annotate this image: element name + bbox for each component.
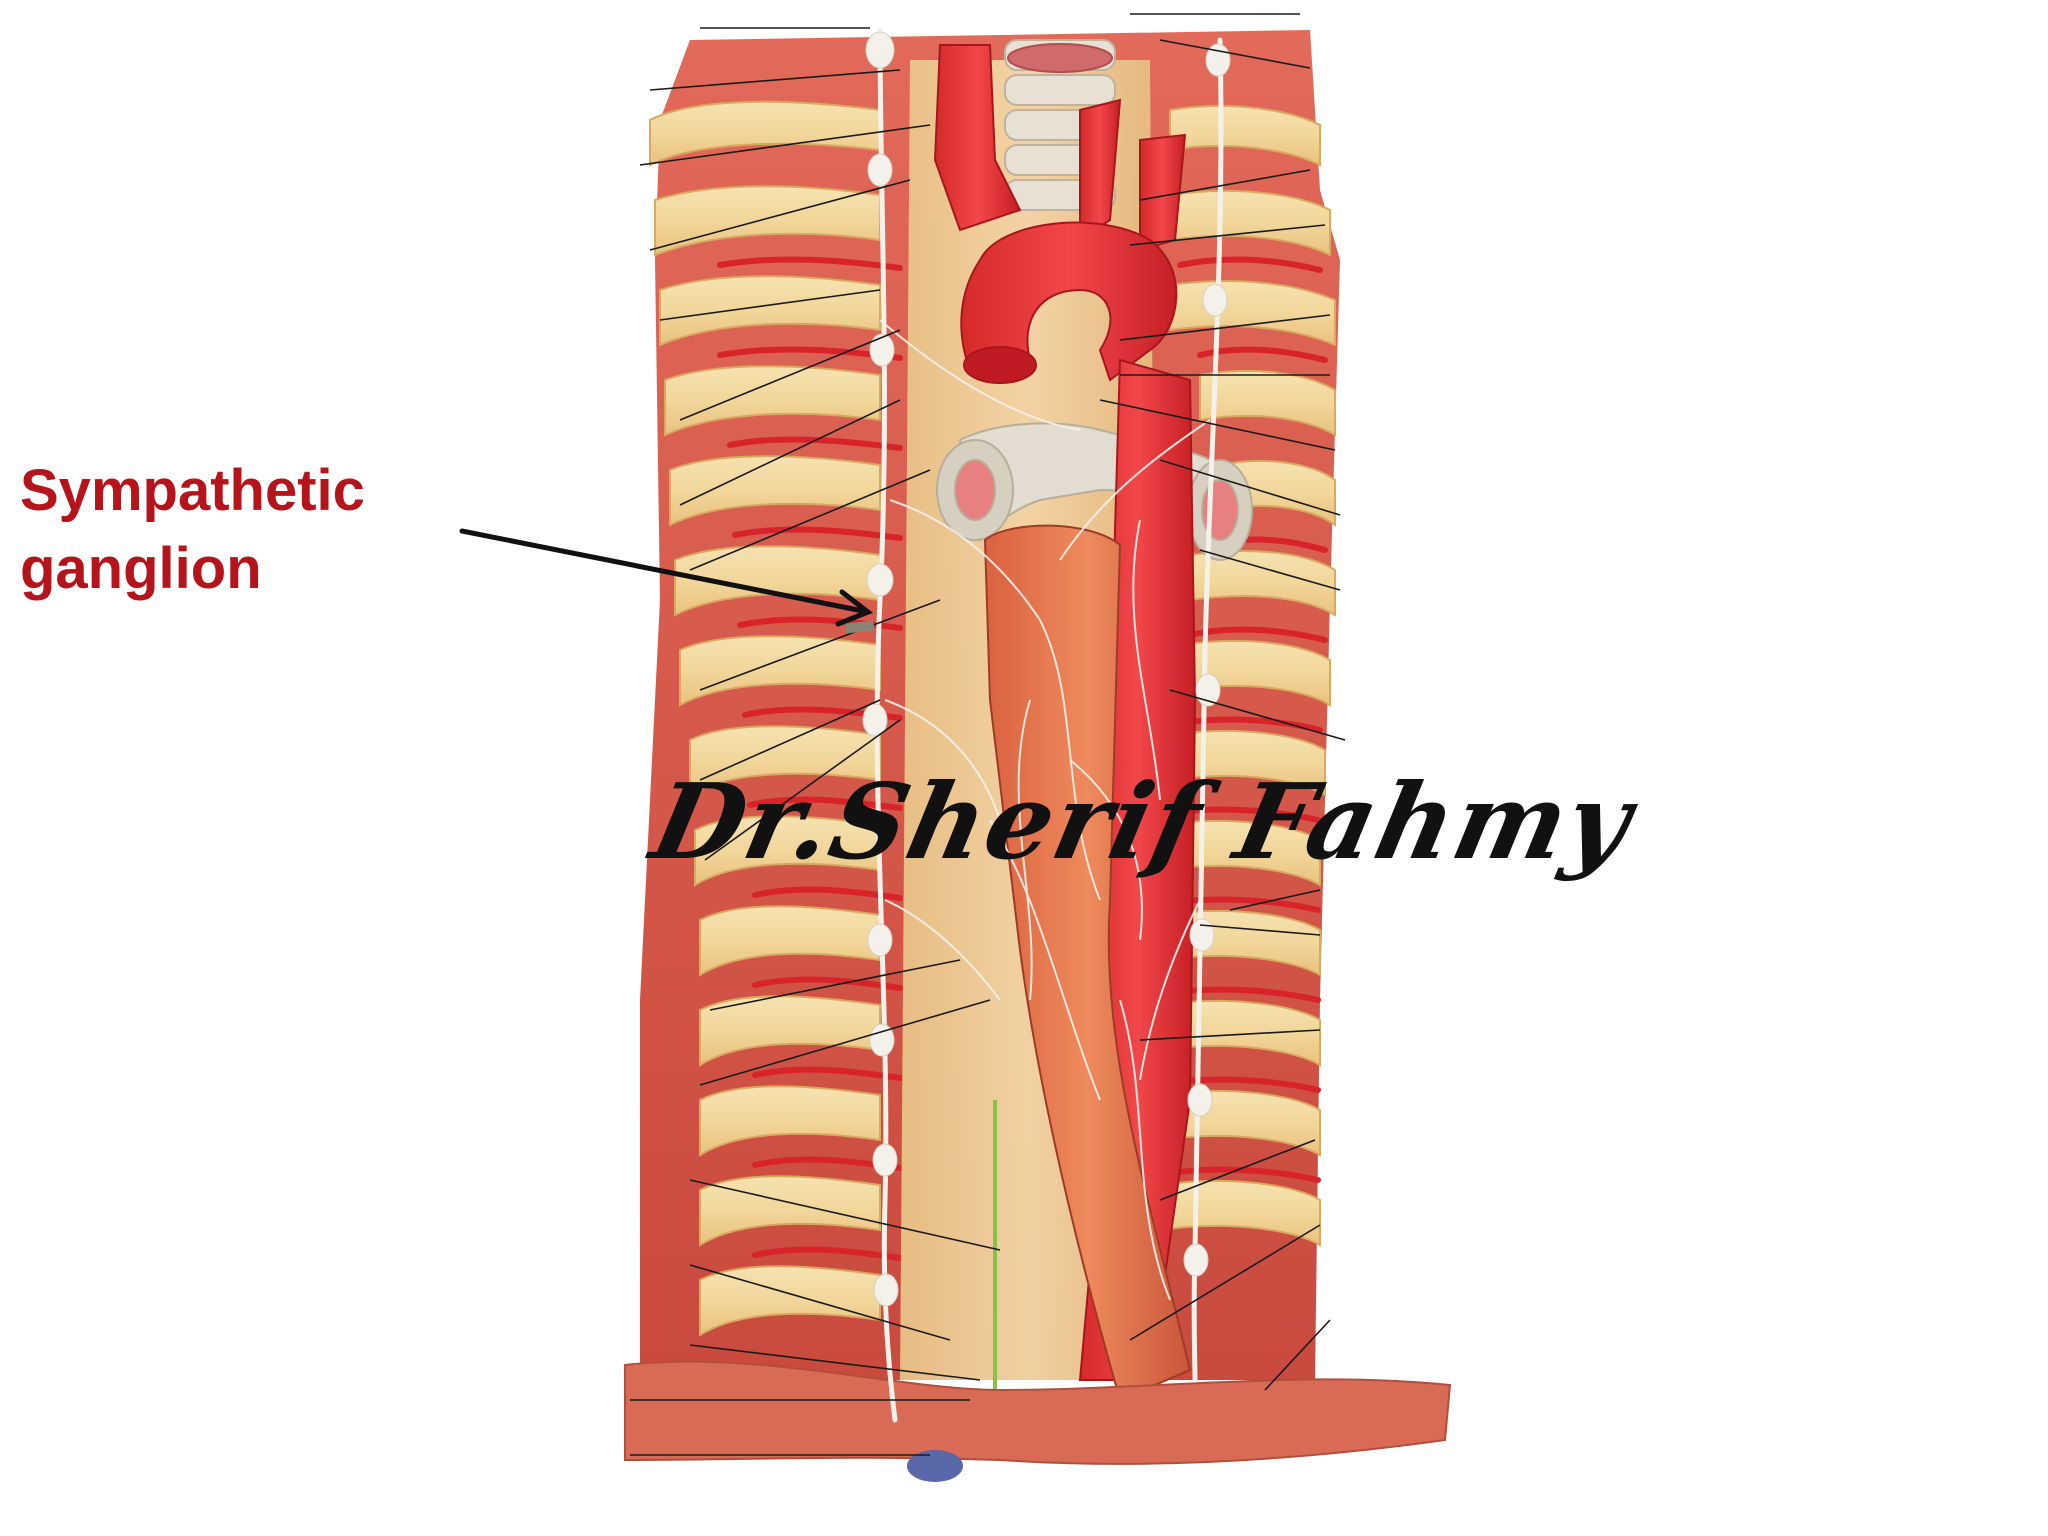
author-watermark: Dr.Sherif Fahmy <box>641 760 1644 883</box>
nerve-plexus <box>879 319 1211 1301</box>
vena-cava-opening <box>907 1450 963 1482</box>
oesophagus <box>983 524 1192 1402</box>
caption-label: Sympathetic ganglion <box>20 452 365 608</box>
bronchi <box>936 422 1253 561</box>
pointer-arrow <box>459 528 874 627</box>
leader-lines <box>630 13 1346 1456</box>
caption-line2: ganglion <box>20 536 262 601</box>
ganglion-marker <box>845 620 875 634</box>
caption-line1: Sympathetic <box>20 458 365 523</box>
diaphragm <box>624 1360 1452 1465</box>
ganglia <box>862 31 1231 1307</box>
